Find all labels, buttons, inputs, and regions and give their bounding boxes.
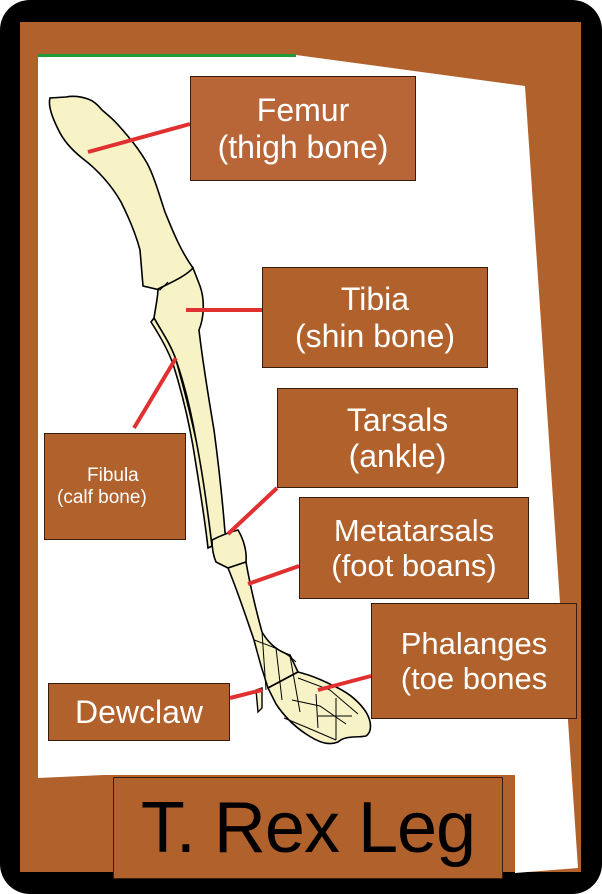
phalanges-label: Phalanges (toe bones [371,603,577,719]
phalanges-leader [317,674,372,692]
green-strip [38,54,296,57]
bone-segment-lines [142,281,359,741]
phalanges-bone [266,671,372,745]
tibia-label-name: Tibia [340,281,410,318]
metatarsals-bone [226,560,300,690]
metatarsals-leader [247,564,300,586]
femur-label-common: (thigh bone) [217,128,389,165]
metatarsals-label: Metatarsals (foot boans) [299,497,529,599]
phalanges-label-name: Phalanges [400,625,548,661]
dewclaw-leader [229,688,263,700]
metatarsals-label-common: (foot boans) [331,548,497,583]
fibula-label-common: (calf bone) [57,486,147,508]
card-title: T. Rex Leg [140,788,476,868]
femur-label: Femur (thigh bone) [190,76,416,181]
femur-leader [87,122,191,154]
tarsals-bone [211,529,247,569]
fibula-label-name: Fibula [87,465,139,487]
dewclaw-label-name: Dewclaw [74,693,204,730]
tarsals-label: Tarsals (ankle) [277,388,518,488]
dewclaw-label: Dewclaw [48,683,230,741]
leader-lines [87,122,372,700]
tarsals-leader [226,486,279,536]
fibula-leader [132,356,178,430]
title-plaque: T. Rex Leg [113,777,503,879]
phalanges-label-common: (toe bones [400,661,548,696]
tarsals-label-name: Tarsals [346,401,449,438]
tibia-label: Tibia (shin bone) [262,267,488,368]
tarsals-label-common: (ankle) [348,438,447,474]
femur-bone [48,95,195,291]
fibula-label: Fibula (calf bone) [44,433,186,540]
femur-label-name: Femur [256,92,350,129]
metatarsals-label-name: Metatarsals [333,512,495,548]
tibia-label-common: (shin bone) [294,317,456,354]
